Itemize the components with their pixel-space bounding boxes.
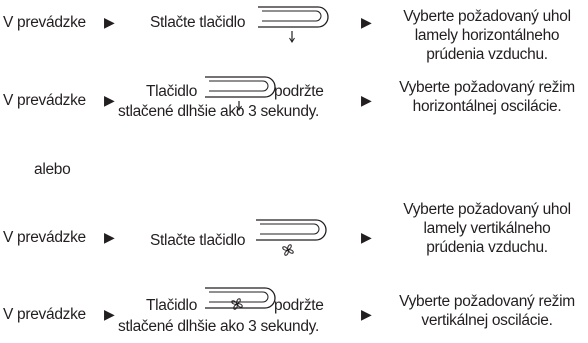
arrow-icon: ▶ (104, 14, 115, 30)
action-text-suffix: podržte (274, 297, 324, 314)
vertical-louver-fan-button-icon (205, 287, 276, 310)
arrow-icon: ▶ (104, 306, 115, 322)
horizontal-louver-button-icon (205, 76, 276, 111)
arrow-icon: ▶ (361, 306, 372, 322)
result-text: Vyberte požadovaný režim vertikálnej osc… (399, 293, 575, 329)
action-text: Stlačte tlačidlo (150, 14, 246, 31)
vertical-louver-fan-button-icon (256, 219, 327, 256)
result-text: Vyberte požadovaný uhol lamely vertikáln… (403, 201, 571, 256)
arrow-icon: ▶ (104, 92, 115, 108)
action-text-line2: stlačené dlhšie ako 3 sekundy. (118, 318, 319, 335)
arrow-icon: ▶ (361, 14, 372, 30)
status-label: V prevádzke (3, 229, 86, 246)
status-label: V prevádzke (3, 306, 86, 323)
action-text: Tlačidlo (146, 83, 198, 100)
action-text-suffix: podržte (274, 83, 324, 100)
action-text-line2: stlačené dlhšie ako 3 sekundy. (118, 103, 319, 120)
action-text: Tlačidlo (146, 297, 198, 314)
action-text: Stlačte tlačidlo (150, 232, 246, 249)
arrow-icon: ▶ (361, 92, 372, 108)
arrow-icon: ▶ (361, 229, 372, 245)
result-text: Vyberte požadovaný režim horizontálnej o… (399, 79, 575, 115)
horizontal-louver-button-icon (258, 6, 329, 43)
status-label: V prevádzke (3, 92, 86, 109)
status-label: V prevádzke (3, 14, 86, 31)
arrow-icon: ▶ (104, 229, 115, 245)
separator-text: alebo (34, 161, 71, 178)
result-text: Vyberte požadovaný uhol lamely horizontá… (403, 8, 571, 63)
